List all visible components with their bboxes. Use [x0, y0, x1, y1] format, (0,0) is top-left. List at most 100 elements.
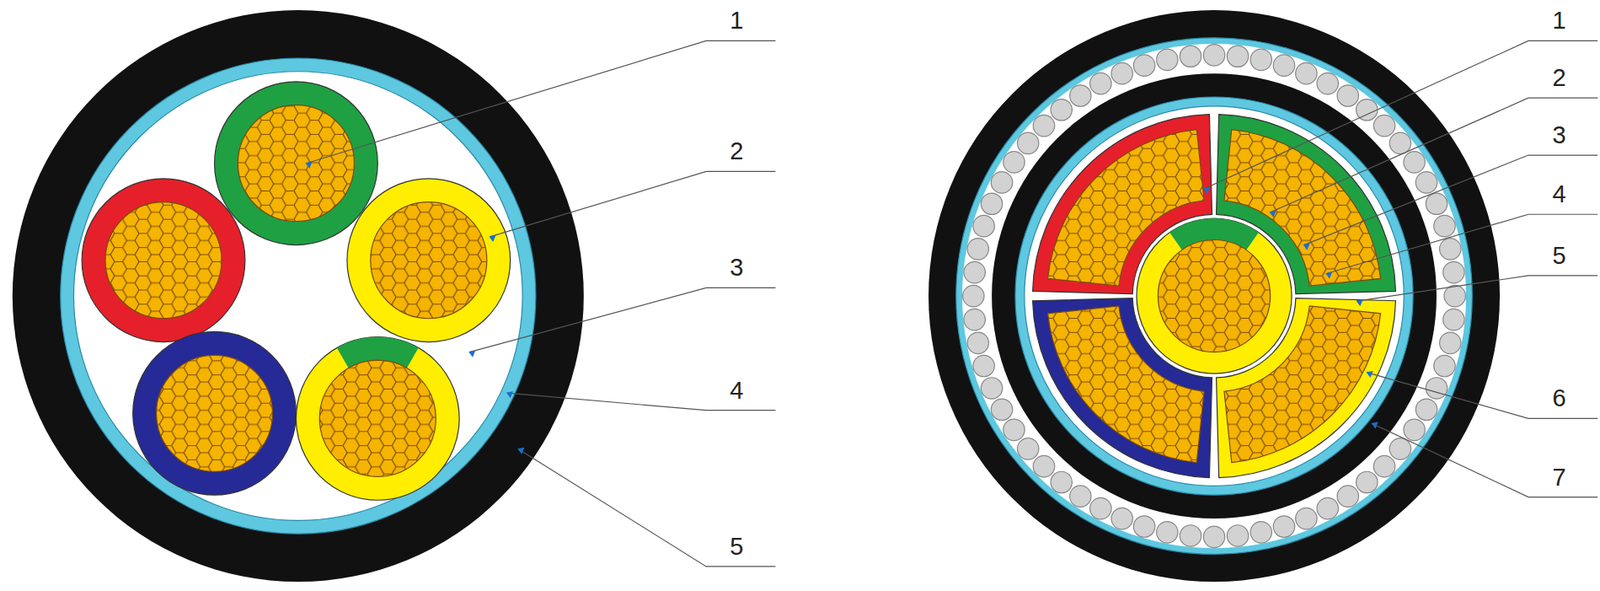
armour-wire	[1111, 507, 1133, 529]
armour-wire	[1389, 438, 1411, 460]
armour-wire	[973, 354, 995, 376]
armour-wire	[1016, 132, 1039, 154]
leader-line	[1372, 422, 1599, 497]
callout-number: 4	[729, 377, 744, 402]
armour-wire	[1250, 48, 1272, 70]
armour-wire	[1111, 62, 1133, 84]
callout-number: 3	[1551, 122, 1566, 147]
leader-line	[1357, 275, 1599, 301]
leader-line	[1367, 372, 1599, 418]
armour-wire	[1415, 171, 1437, 193]
leader-arrowhead	[1367, 371, 1373, 377]
armour-wire	[967, 331, 989, 354]
callout-number: 4	[1551, 181, 1566, 207]
five-core-cable	[12, 10, 584, 582]
armour-wire	[1203, 44, 1225, 66]
armour-wire	[1415, 398, 1437, 420]
armour-wire	[1133, 515, 1155, 537]
armour-wire	[1032, 114, 1055, 136]
leader-line	[518, 449, 776, 567]
armour-bed	[986, 68, 1442, 524]
leader-arrowhead	[518, 448, 524, 454]
armour-wire	[1050, 99, 1072, 121]
armour-wire	[1156, 48, 1178, 70]
armour-wire	[1316, 72, 1338, 94]
armour-wire	[1070, 85, 1092, 107]
armour-wire	[1090, 72, 1112, 94]
armour-wire	[1389, 132, 1411, 154]
leader-arrowhead	[1270, 211, 1276, 217]
armour-wire	[1439, 331, 1461, 354]
core-insulation	[347, 178, 511, 343]
leader-arrowhead	[1326, 272, 1332, 278]
inner-sheath	[991, 73, 1437, 519]
armour-wire	[1444, 284, 1466, 306]
armour-wire	[1316, 497, 1338, 519]
leader-arrowhead	[1304, 243, 1310, 249]
armour-wire	[1403, 418, 1425, 440]
leader-line	[489, 171, 776, 236]
leader-lines	[306, 40, 1599, 567]
armour-wire	[1337, 485, 1359, 507]
filler	[73, 71, 523, 521]
armour-wire	[1203, 525, 1225, 547]
armour-wire	[1179, 45, 1201, 67]
leader-arrowhead	[306, 162, 312, 168]
armour-wire	[980, 377, 1002, 399]
armour-wire	[1443, 308, 1465, 330]
armour-wire	[1226, 524, 1248, 546]
armour-wire	[1090, 497, 1112, 519]
armour-wire	[1250, 521, 1272, 543]
callout-number: 1	[1551, 8, 1566, 33]
core-insulation	[295, 337, 460, 501]
callout-number: 1	[729, 8, 744, 33]
callout-number: 5	[1551, 242, 1566, 268]
armour-wire	[1070, 485, 1092, 507]
armour-wire	[990, 398, 1012, 420]
armour-wire	[1425, 192, 1447, 215]
armour-wire	[963, 284, 985, 306]
armour-wire	[1003, 151, 1025, 173]
armour-wire	[1050, 470, 1072, 493]
core-insulation	[81, 178, 246, 343]
leader-arrowhead	[469, 350, 475, 356]
armoured-cable	[928, 10, 1500, 582]
armour-wire	[1273, 54, 1295, 76]
armour-wire	[1403, 151, 1425, 173]
callout-number: 3	[729, 255, 744, 280]
leader-line	[469, 287, 776, 352]
core-insulation	[214, 81, 379, 246]
outer-sheath	[12, 10, 584, 582]
armour-wire	[1032, 454, 1055, 477]
callout-number: 6	[1551, 385, 1566, 411]
armour-wire	[1295, 62, 1317, 84]
armour-wire	[1295, 507, 1317, 529]
armour-wire	[1226, 45, 1248, 67]
leader-line	[1326, 214, 1598, 273]
inner-sheath	[60, 58, 536, 534]
armour-wire	[990, 171, 1012, 193]
copper-conductor	[105, 202, 222, 319]
callout-number: 5	[729, 533, 744, 558]
leader-arrowhead	[489, 235, 495, 241]
copper-conductor	[237, 105, 354, 222]
separation-sheath	[956, 37, 1473, 555]
armour-wire	[1156, 521, 1178, 543]
armour-wire	[973, 214, 995, 236]
leader-arrowhead	[507, 391, 513, 397]
leader-arrowhead	[1357, 299, 1363, 306]
leader-line	[1304, 155, 1599, 246]
copper-conductor	[370, 202, 487, 319]
armour-wire	[1373, 114, 1395, 136]
callout-number: 2	[1551, 65, 1566, 91]
armour-wire	[1356, 99, 1378, 121]
armour-wire	[1443, 261, 1465, 283]
armour-wire	[967, 238, 989, 260]
armour-wire	[963, 261, 985, 283]
callout-number: 2	[729, 139, 744, 164]
callout-number: 7	[1551, 464, 1566, 489]
armour-wire	[1273, 515, 1295, 537]
filler	[1024, 106, 1404, 486]
armour-wire	[1425, 377, 1447, 399]
